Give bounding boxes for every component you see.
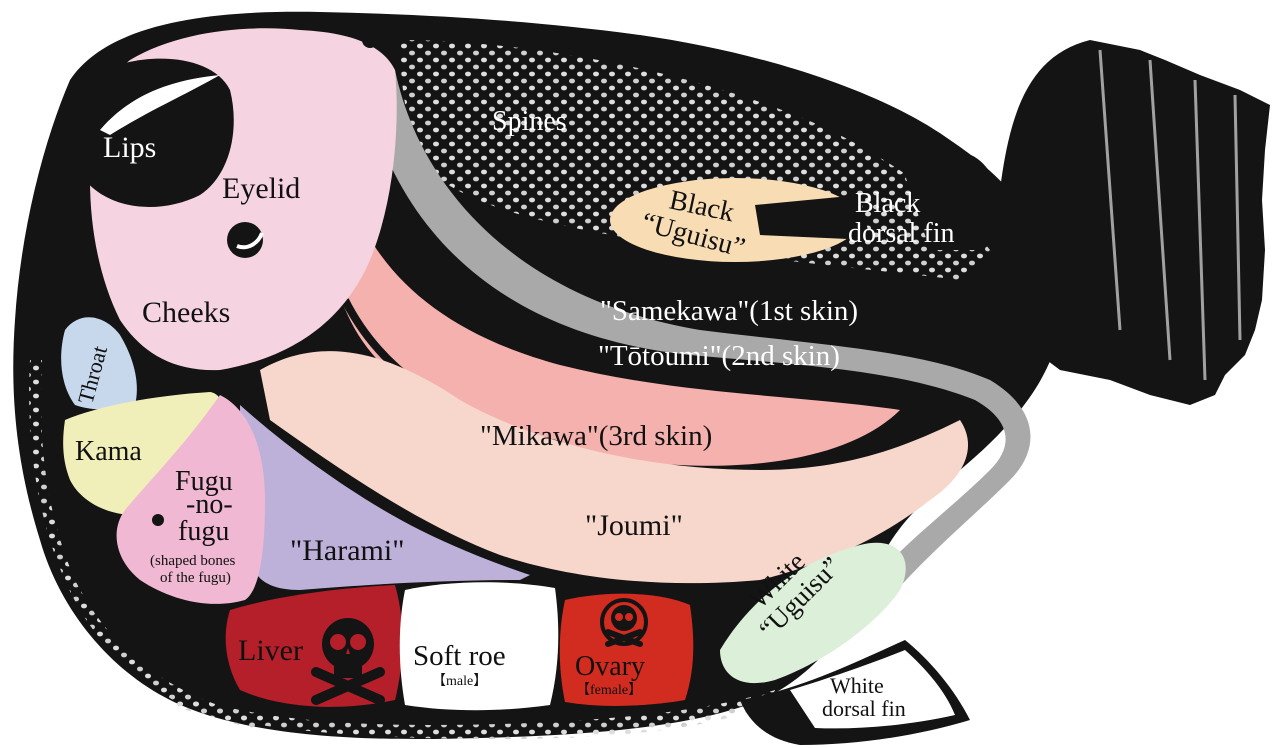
cheeks-label: Cheeks bbox=[142, 296, 230, 329]
mikawa-label: "Mikawa"(3rd skin) bbox=[480, 420, 712, 452]
fugu-eye-icon bbox=[152, 514, 164, 526]
totoumi-label: "Tōtoumi"(2nd skin) bbox=[598, 340, 840, 372]
ovary-label: Ovary bbox=[575, 651, 645, 682]
black-dorsal-fin-label-line2: dorsal fin bbox=[848, 218, 955, 249]
kama-label: Kama bbox=[75, 436, 142, 467]
samekawa-label: "Samekawa"(1st skin) bbox=[600, 295, 858, 327]
eyelid-label: Eyelid bbox=[222, 172, 300, 205]
fugu-label-line3: fugu bbox=[178, 516, 229, 547]
white-dorsal-fin-label-line1: White bbox=[830, 673, 884, 698]
soft-roe-label: Soft roe bbox=[413, 640, 506, 672]
nostril-icon bbox=[362, 32, 378, 48]
white-dorsal-fin-label-line2: dorsal fin bbox=[822, 696, 906, 721]
spines-label: Spines bbox=[492, 106, 567, 137]
liver-label: Liver bbox=[238, 634, 303, 667]
harami-label: "Harami" bbox=[290, 534, 404, 567]
joumi-label: "Joumi" bbox=[585, 509, 683, 542]
lips-label: Lips bbox=[103, 131, 156, 164]
ovary-note: 【female】 bbox=[576, 682, 642, 698]
fugu-note-line1: (shaped bones bbox=[150, 553, 236, 569]
soft-roe-note: 【male】 bbox=[432, 673, 487, 689]
fugu-note-line2: of the fugu) bbox=[160, 570, 231, 586]
black-dorsal-fin-label-line1: Black bbox=[855, 188, 920, 219]
